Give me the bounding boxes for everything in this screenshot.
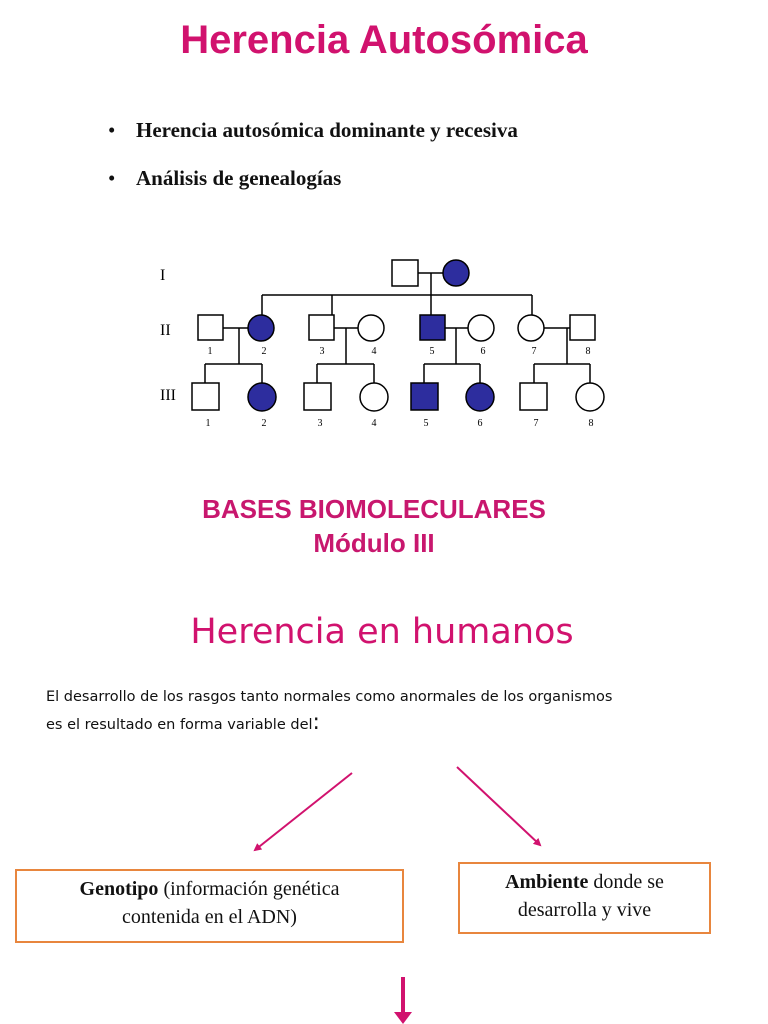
individual-number: 3 [320,346,325,357]
male-unaffected-icon [308,314,335,341]
arrow-to-ambiente-icon [456,766,542,847]
bullet-dot-icon: • [108,166,116,190]
female-unaffected-icon [575,382,605,412]
male-unaffected-icon [197,314,224,341]
intro-line-2: es el resultado en forma variable del: [46,710,686,738]
intro-line-1: El desarrollo de los rasgos tanto normal… [46,689,613,705]
female-unaffected-icon [359,382,389,412]
ambiente-box: Ambiente donde se desarrolla y vive [458,862,711,934]
intro-line-2-text: es el resultado en forma variable del [46,717,313,733]
female-affected-icon [247,382,277,412]
individual-number: 1 [208,346,213,357]
ambiente-line-2: desarrolla y vive [517,899,652,921]
generation-label: II [160,322,171,339]
female-affected-icon [465,382,495,412]
individual-number: 1 [206,418,211,429]
female-unaffected-icon [357,314,385,342]
arrow-down-head-icon [394,1012,412,1024]
intro-colon: : [312,710,320,735]
male-affected-icon [410,382,439,411]
bullet-text: Herencia autosómica dominante y recesiva [136,118,518,142]
module-line-2: Módulo III [313,528,435,558]
individual-number: 5 [424,418,429,429]
male-unaffected-icon [191,382,220,411]
genotipo-text-1: (información genética [158,878,340,900]
pedigree-lines [204,272,591,383]
individual-number: 8 [589,418,594,429]
female-affected-icon [442,259,470,287]
individual-number: 7 [532,346,537,357]
individual-number: 5 [430,346,435,357]
individual-number: 4 [372,346,377,357]
generation-label: I [160,267,165,284]
arrow-to-genotipo-icon [253,772,353,852]
intro-paragraph: El desarrollo de los rasgos tanto normal… [46,684,686,738]
generation-label: III [160,387,176,404]
male-unaffected-icon [569,314,596,341]
bullet-dot-icon: • [108,118,116,142]
pedigree-chart: I II III 1 2 3 4 5 6 7 8 1 2 3 4 5 6 7 8 [160,259,605,429]
ambiente-label: Ambiente [505,871,589,893]
female-unaffected-icon [467,314,495,342]
female-affected-icon [247,314,275,342]
bullet-list: • Herencia autosómica dominante y recesi… [108,118,518,214]
genotipo-label: Genotipo [79,878,159,900]
genotipo-line-1: Genotipo (información genética [17,875,402,903]
module-heading: BASES BIOMOLECULARES Módulo III [0,492,748,560]
female-unaffected-icon [517,314,545,342]
male-unaffected-icon [391,259,419,287]
male-unaffected-icon [303,382,332,411]
genotipo-box: Genotipo (información genética contenida… [15,869,404,943]
genotipo-line-2: contenida en el ADN) [122,906,297,928]
male-affected-icon [419,314,446,341]
section-title: Herencia en humanos [190,612,574,652]
ambiente-line-1: Ambiente donde se [460,868,709,896]
individual-number: 6 [478,418,483,429]
module-line-1: BASES BIOMOLECULARES [202,494,546,524]
bullet-text: Análisis de genealogías [136,166,342,190]
bullet-item: • Herencia autosómica dominante y recesi… [108,118,518,166]
individual-number: 2 [262,346,267,357]
individual-number: 3 [318,418,323,429]
male-unaffected-icon [519,382,548,411]
individual-number: 4 [372,418,377,429]
bullet-item: • Análisis de genealogías [108,166,518,214]
ambiente-text-1: donde se [588,871,664,893]
individual-number: 8 [586,346,591,357]
individual-number: 6 [481,346,486,357]
individual-number: 2 [262,418,267,429]
individual-number: 7 [534,418,539,429]
slide-title: Herencia Autosómica [180,18,588,62]
